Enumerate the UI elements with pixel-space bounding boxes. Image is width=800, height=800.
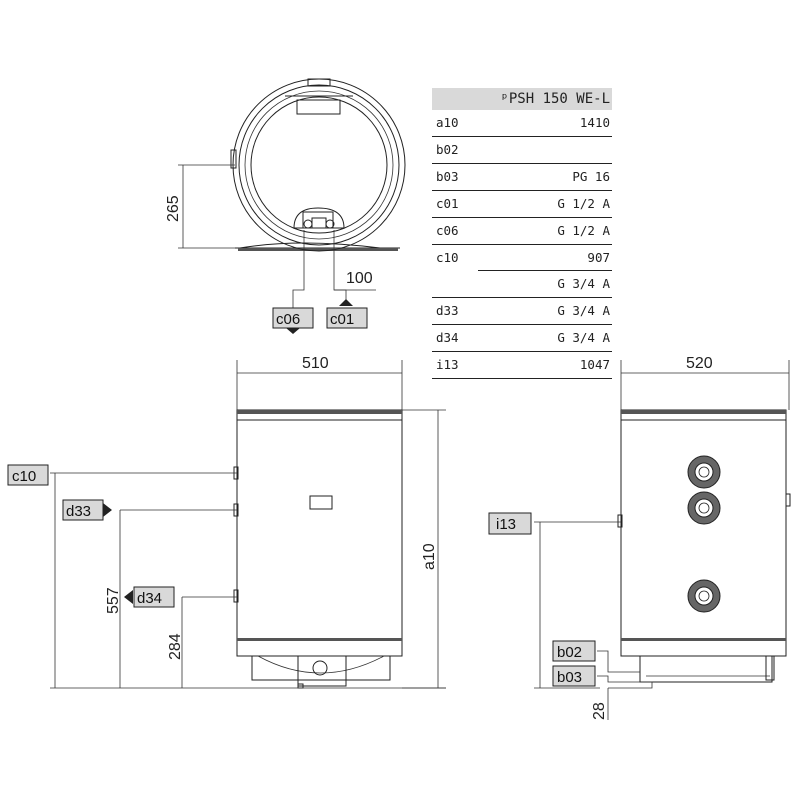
fitting-middle bbox=[687, 491, 721, 525]
table-row: a10 1410 bbox=[432, 110, 612, 137]
table-value: 1410 bbox=[579, 115, 610, 130]
table-key: i13 bbox=[436, 357, 459, 372]
table-key: a10 bbox=[436, 115, 459, 130]
dim-28: 28 bbox=[591, 702, 608, 720]
dim-510: 510 bbox=[302, 355, 329, 372]
svg-text:d34: d34 bbox=[137, 590, 162, 607]
tag-c10: c10 bbox=[7, 464, 49, 486]
svg-text:d33: d33 bbox=[66, 503, 91, 520]
dim-520: 520 bbox=[686, 355, 713, 372]
table-value: G 1/2 A bbox=[557, 196, 610, 211]
spec-table: ᵖPSH 150 WE-L a10 1410 b02 b03 PG 16 c01 G … bbox=[432, 88, 612, 379]
table-row: G 3/4 A bbox=[432, 271, 612, 298]
table-value: G 3/4 A bbox=[557, 330, 610, 345]
table-key: d33 bbox=[436, 303, 459, 318]
table-row: i13 1047 bbox=[432, 352, 612, 379]
fitting-upper bbox=[687, 455, 721, 489]
table-key: d34 bbox=[436, 330, 459, 345]
tag-i13: i13 bbox=[488, 512, 532, 535]
tag-c01: c01 bbox=[326, 299, 368, 329]
fitting-lower bbox=[687, 579, 721, 613]
table-row: b03 PG 16 bbox=[432, 164, 612, 191]
table-value: 907 bbox=[587, 250, 610, 265]
dim-284: 284 bbox=[167, 633, 184, 660]
table-row: c06 G 1/2 A bbox=[432, 218, 612, 245]
dim-100: 100 bbox=[346, 270, 373, 287]
svg-text:c10: c10 bbox=[12, 468, 36, 485]
svg-text:c06: c06 bbox=[276, 311, 300, 328]
table-value: G 3/4 A bbox=[557, 303, 610, 318]
table-value: G 1/2 A bbox=[557, 223, 610, 238]
tag-b03: b03 bbox=[552, 665, 596, 687]
table-value: 1047 bbox=[579, 357, 610, 372]
spec-table-header: ᵖPSH 150 WE-L bbox=[432, 88, 612, 110]
table-row: b02 bbox=[432, 137, 612, 164]
tag-b02: b02 bbox=[552, 640, 596, 662]
top-view: 265 100 bbox=[165, 78, 406, 308]
table-row: d34 G 3/4 A bbox=[432, 325, 612, 352]
svg-text:c01: c01 bbox=[330, 311, 354, 328]
front-view: 510 a10 557 284 bbox=[50, 355, 446, 689]
dim-265: 265 bbox=[165, 195, 182, 222]
tag-c06: c06 bbox=[272, 307, 314, 334]
svg-text:b03: b03 bbox=[557, 669, 582, 686]
table-key: c01 bbox=[436, 196, 459, 211]
table-key: b02 bbox=[436, 142, 459, 157]
table-value: PG 16 bbox=[572, 169, 610, 184]
tag-d33: d33 bbox=[62, 499, 112, 521]
svg-text:i13: i13 bbox=[496, 516, 516, 533]
tag-d34: d34 bbox=[124, 586, 175, 608]
table-value: G 3/4 A bbox=[557, 276, 610, 291]
table-row: d33 G 3/4 A bbox=[432, 298, 612, 325]
svg-text:b02: b02 bbox=[557, 644, 582, 661]
table-key: c10 bbox=[436, 250, 459, 265]
dim-a10: a10 bbox=[421, 543, 438, 570]
table-key: b03 bbox=[436, 169, 459, 184]
table-row: c01 G 1/2 A bbox=[432, 191, 612, 218]
side-view: 520 bbox=[534, 355, 791, 720]
table-row: c10 907 bbox=[432, 245, 612, 271]
table-key: c06 bbox=[436, 223, 459, 238]
dim-557: 557 bbox=[105, 587, 122, 614]
